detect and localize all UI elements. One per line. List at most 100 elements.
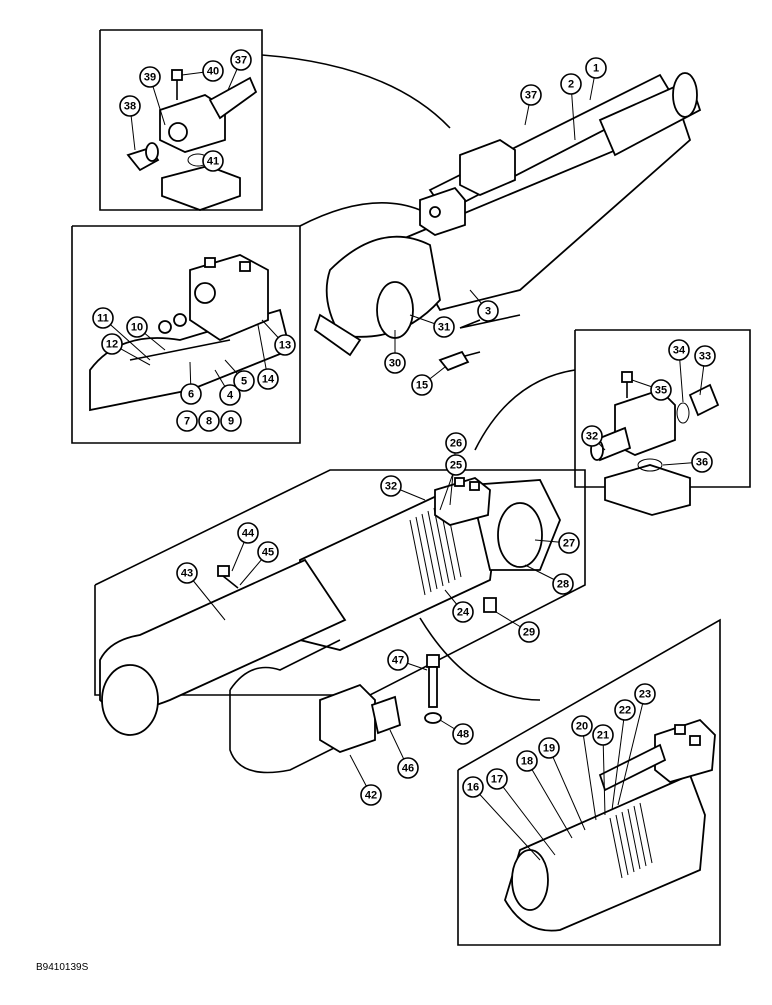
callout-31: 31 <box>433 316 455 338</box>
callout-circle <box>518 621 540 643</box>
callout-number: 10 <box>131 322 143 334</box>
callout-39: 39 <box>139 66 161 88</box>
callout-circle <box>445 432 467 454</box>
callout-number: 41 <box>207 156 219 168</box>
callout-circle <box>387 649 409 671</box>
callout-number: 44 <box>242 528 255 540</box>
callout-circle <box>360 784 382 806</box>
inset-top-left <box>99 29 451 211</box>
callout-circle <box>691 451 713 473</box>
callout-number: 42 <box>365 790 377 802</box>
callout-circle <box>101 333 123 355</box>
callout-38: 38 <box>119 95 141 117</box>
callout-circle <box>462 776 484 798</box>
callout-21: 21 <box>592 724 614 746</box>
callout-43: 43 <box>176 562 198 584</box>
callout-circle <box>433 316 455 338</box>
callout-33: 33 <box>694 345 716 367</box>
callout-32: 32 <box>581 425 603 447</box>
callout-circle <box>558 532 580 554</box>
callout-circle <box>585 57 607 79</box>
callout-number: 37 <box>235 55 247 67</box>
callout-circle <box>198 410 220 432</box>
callout-number: 4 <box>227 390 234 402</box>
callout-9: 9 <box>220 410 242 432</box>
callout-37: 37 <box>520 84 542 106</box>
callout-number: 21 <box>597 730 609 742</box>
callout-circle <box>668 339 690 361</box>
callout-number: 46 <box>402 763 414 775</box>
callout-4: 4 <box>219 384 241 406</box>
callout-35: 35 <box>650 379 672 401</box>
callout-number: 13 <box>279 340 291 352</box>
callout-3: 3 <box>477 300 499 322</box>
callout-number: 3 <box>485 306 491 318</box>
callout-number: 38 <box>124 101 136 113</box>
callout-25: 25 <box>445 454 467 476</box>
leader-line-19 <box>548 747 586 831</box>
callout-number: 7 <box>184 416 190 428</box>
callout-47: 47 <box>387 649 409 671</box>
callout-29: 29 <box>518 621 540 643</box>
callout-37: 37 <box>230 49 252 71</box>
callout-28: 28 <box>552 573 574 595</box>
callout-number: 12 <box>106 339 118 351</box>
callout-number: 20 <box>576 721 588 733</box>
callout-circle <box>538 737 560 759</box>
callout-number: 34 <box>673 345 686 357</box>
callout-circle <box>274 334 296 356</box>
callout-30: 30 <box>384 352 406 374</box>
callout-circle <box>614 699 636 721</box>
callout-number: 23 <box>639 689 651 701</box>
callout-22: 22 <box>614 699 636 721</box>
callout-48: 48 <box>452 723 474 745</box>
callout-15: 15 <box>411 374 433 396</box>
callout-number: 16 <box>467 782 479 794</box>
callout-number: 8 <box>206 416 212 428</box>
callout-circle <box>452 601 474 623</box>
callout-circle <box>230 49 252 71</box>
callout-circle <box>516 750 538 772</box>
callout-circle <box>571 715 593 737</box>
callout-number: 37 <box>525 90 537 102</box>
callout-circle <box>694 345 716 367</box>
callout-11: 11 <box>92 307 114 329</box>
callout-number: 15 <box>416 380 428 392</box>
callout-34: 34 <box>668 339 690 361</box>
callout-circle <box>176 562 198 584</box>
callout-number: 6 <box>188 389 194 401</box>
callout-17: 17 <box>486 768 508 790</box>
callout-circle <box>139 66 161 88</box>
callout-circle <box>486 768 508 790</box>
callout-1: 1 <box>585 57 607 79</box>
callout-circle <box>445 454 467 476</box>
callout-circle <box>237 522 259 544</box>
callout-number: 32 <box>586 431 598 443</box>
leader-line-21 <box>602 734 606 816</box>
callout-number: 32 <box>385 481 397 493</box>
callout-number: 48 <box>457 729 469 741</box>
callout-number: 36 <box>696 457 708 469</box>
callout-circle <box>380 475 402 497</box>
middle-cylinder-cutaway <box>94 469 586 774</box>
figure-reference: B9410139S <box>36 962 89 973</box>
upper-cylinder-assembly <box>313 72 702 372</box>
callout-circle <box>592 724 614 746</box>
callout-44: 44 <box>237 522 259 544</box>
callout-circle <box>257 541 279 563</box>
callout-number: 45 <box>262 547 274 559</box>
callout-circle <box>202 60 224 82</box>
callout-circle <box>220 410 242 432</box>
callout-6: 6 <box>180 383 202 405</box>
callout-45: 45 <box>257 541 279 563</box>
callout-circle <box>452 723 474 745</box>
callout-number: 14 <box>262 374 275 386</box>
callout-circle <box>119 95 141 117</box>
callout-number: 28 <box>557 579 569 591</box>
callout-40: 40 <box>202 60 224 82</box>
callout-circle <box>219 384 241 406</box>
callout-42: 42 <box>360 784 382 806</box>
piston-threads <box>409 501 462 596</box>
